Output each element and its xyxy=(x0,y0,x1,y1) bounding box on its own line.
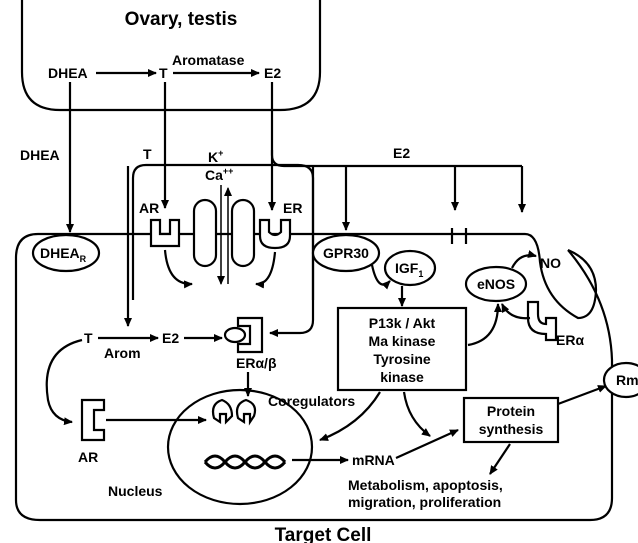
er-alpha-label: ERα xyxy=(556,332,584,348)
e2-to-er-alpha-beta-arrow xyxy=(269,166,315,337)
gpr30-receptor xyxy=(311,233,381,273)
protein-line-2: synthesis xyxy=(479,421,544,437)
nucleus xyxy=(166,388,314,506)
enos-to-no-arrow xyxy=(511,250,537,269)
kinase-line-4: kinase xyxy=(380,369,424,385)
ion-channel-right xyxy=(230,198,256,268)
er-to-channel-arrow xyxy=(255,251,277,289)
er-alpha-beta-label: ERα/β xyxy=(236,355,277,371)
aromatase-label: Aromatase xyxy=(172,52,245,68)
cyto-arom-label: Arom xyxy=(104,345,141,361)
protein-synthesis-box xyxy=(462,396,560,444)
nuclear-receptor-dimer xyxy=(211,398,234,425)
er-membrane-label: ER xyxy=(283,200,302,216)
er-alpha-receptor xyxy=(526,300,558,342)
kinase-line-3: Tyrosine xyxy=(373,351,431,367)
kinase-line-1: P13k / Akt xyxy=(369,315,436,331)
ar-cytoplasm-label: AR xyxy=(78,449,98,465)
ar-membrane-receptor xyxy=(149,218,181,248)
caveola xyxy=(524,232,598,320)
mrna-to-protein-arrow xyxy=(395,428,459,460)
ar-to-channel-arrow xyxy=(163,249,193,289)
kinase-box xyxy=(336,306,468,392)
kinase-to-mrna-arrow xyxy=(402,391,431,437)
cyto-t-label: T xyxy=(84,330,93,346)
nucleus-label: Nucleus xyxy=(108,483,163,499)
kinase-to-nucleus-arrow xyxy=(319,391,381,442)
protein-line-1: Protein xyxy=(487,403,535,419)
er-membrane-receptor xyxy=(258,218,292,250)
enos-label: eNOS xyxy=(477,276,515,292)
ar-membrane-label: AR xyxy=(139,200,159,216)
gpr30-label: GPR30 xyxy=(323,245,369,261)
mrna-label: mRNA xyxy=(352,452,395,468)
ion-channel-left xyxy=(192,198,218,268)
igf1-label: IGF1 xyxy=(395,260,423,279)
gpr30-to-igf1-arrow xyxy=(370,264,391,290)
side-e2-label: E2 xyxy=(393,145,410,161)
target-cell-label: Target Cell xyxy=(275,525,372,543)
coregulators-label: Coregulators xyxy=(268,393,355,409)
side-t-label: T xyxy=(143,146,152,162)
dhea-receptor-label: DHEAR xyxy=(40,245,87,264)
ion-ca-label: Ca++ xyxy=(205,166,233,183)
ar-cytoplasm-receptor xyxy=(80,398,106,442)
rm-label: Rm xyxy=(616,372,638,388)
er-alpha-to-enos-arrow xyxy=(501,303,531,320)
ovary-testis-compartment xyxy=(20,0,322,112)
t-to-cyto-ar-arrow xyxy=(45,338,83,426)
dhea-receptor xyxy=(31,233,101,273)
no-label: NO xyxy=(540,255,561,271)
kinase-line-2: Ma kinase xyxy=(369,333,436,349)
nuclear-receptor-dimer-2 xyxy=(235,398,257,426)
side-dhea-label: DHEA xyxy=(20,147,60,163)
enos xyxy=(464,265,528,303)
organ-t-label: T xyxy=(159,65,168,81)
organ-dhea-label: DHEA xyxy=(48,65,88,81)
effects-line-1: Metabolism, apoptosis, xyxy=(348,477,503,493)
cyto-e2-label: E2 xyxy=(162,330,179,346)
organ-title: Ovary, testis xyxy=(125,9,238,30)
target-cell-membrane xyxy=(14,232,614,522)
ion-k-label: K+ xyxy=(208,148,223,165)
er-alpha-beta-receptor xyxy=(236,316,264,354)
er-alpha-beta-ligand xyxy=(223,326,247,344)
kinase-to-enos-arrow xyxy=(467,303,502,347)
protein-to-rm-arrow xyxy=(557,384,607,406)
protein-to-effects-arrow xyxy=(489,443,511,475)
dna-helix-2 xyxy=(203,454,287,470)
organ-e2-label: E2 xyxy=(264,65,281,81)
rm-receptor xyxy=(602,361,638,399)
effects-line-2: migration, proliferation xyxy=(348,494,501,510)
igf1-receptor xyxy=(383,249,437,287)
